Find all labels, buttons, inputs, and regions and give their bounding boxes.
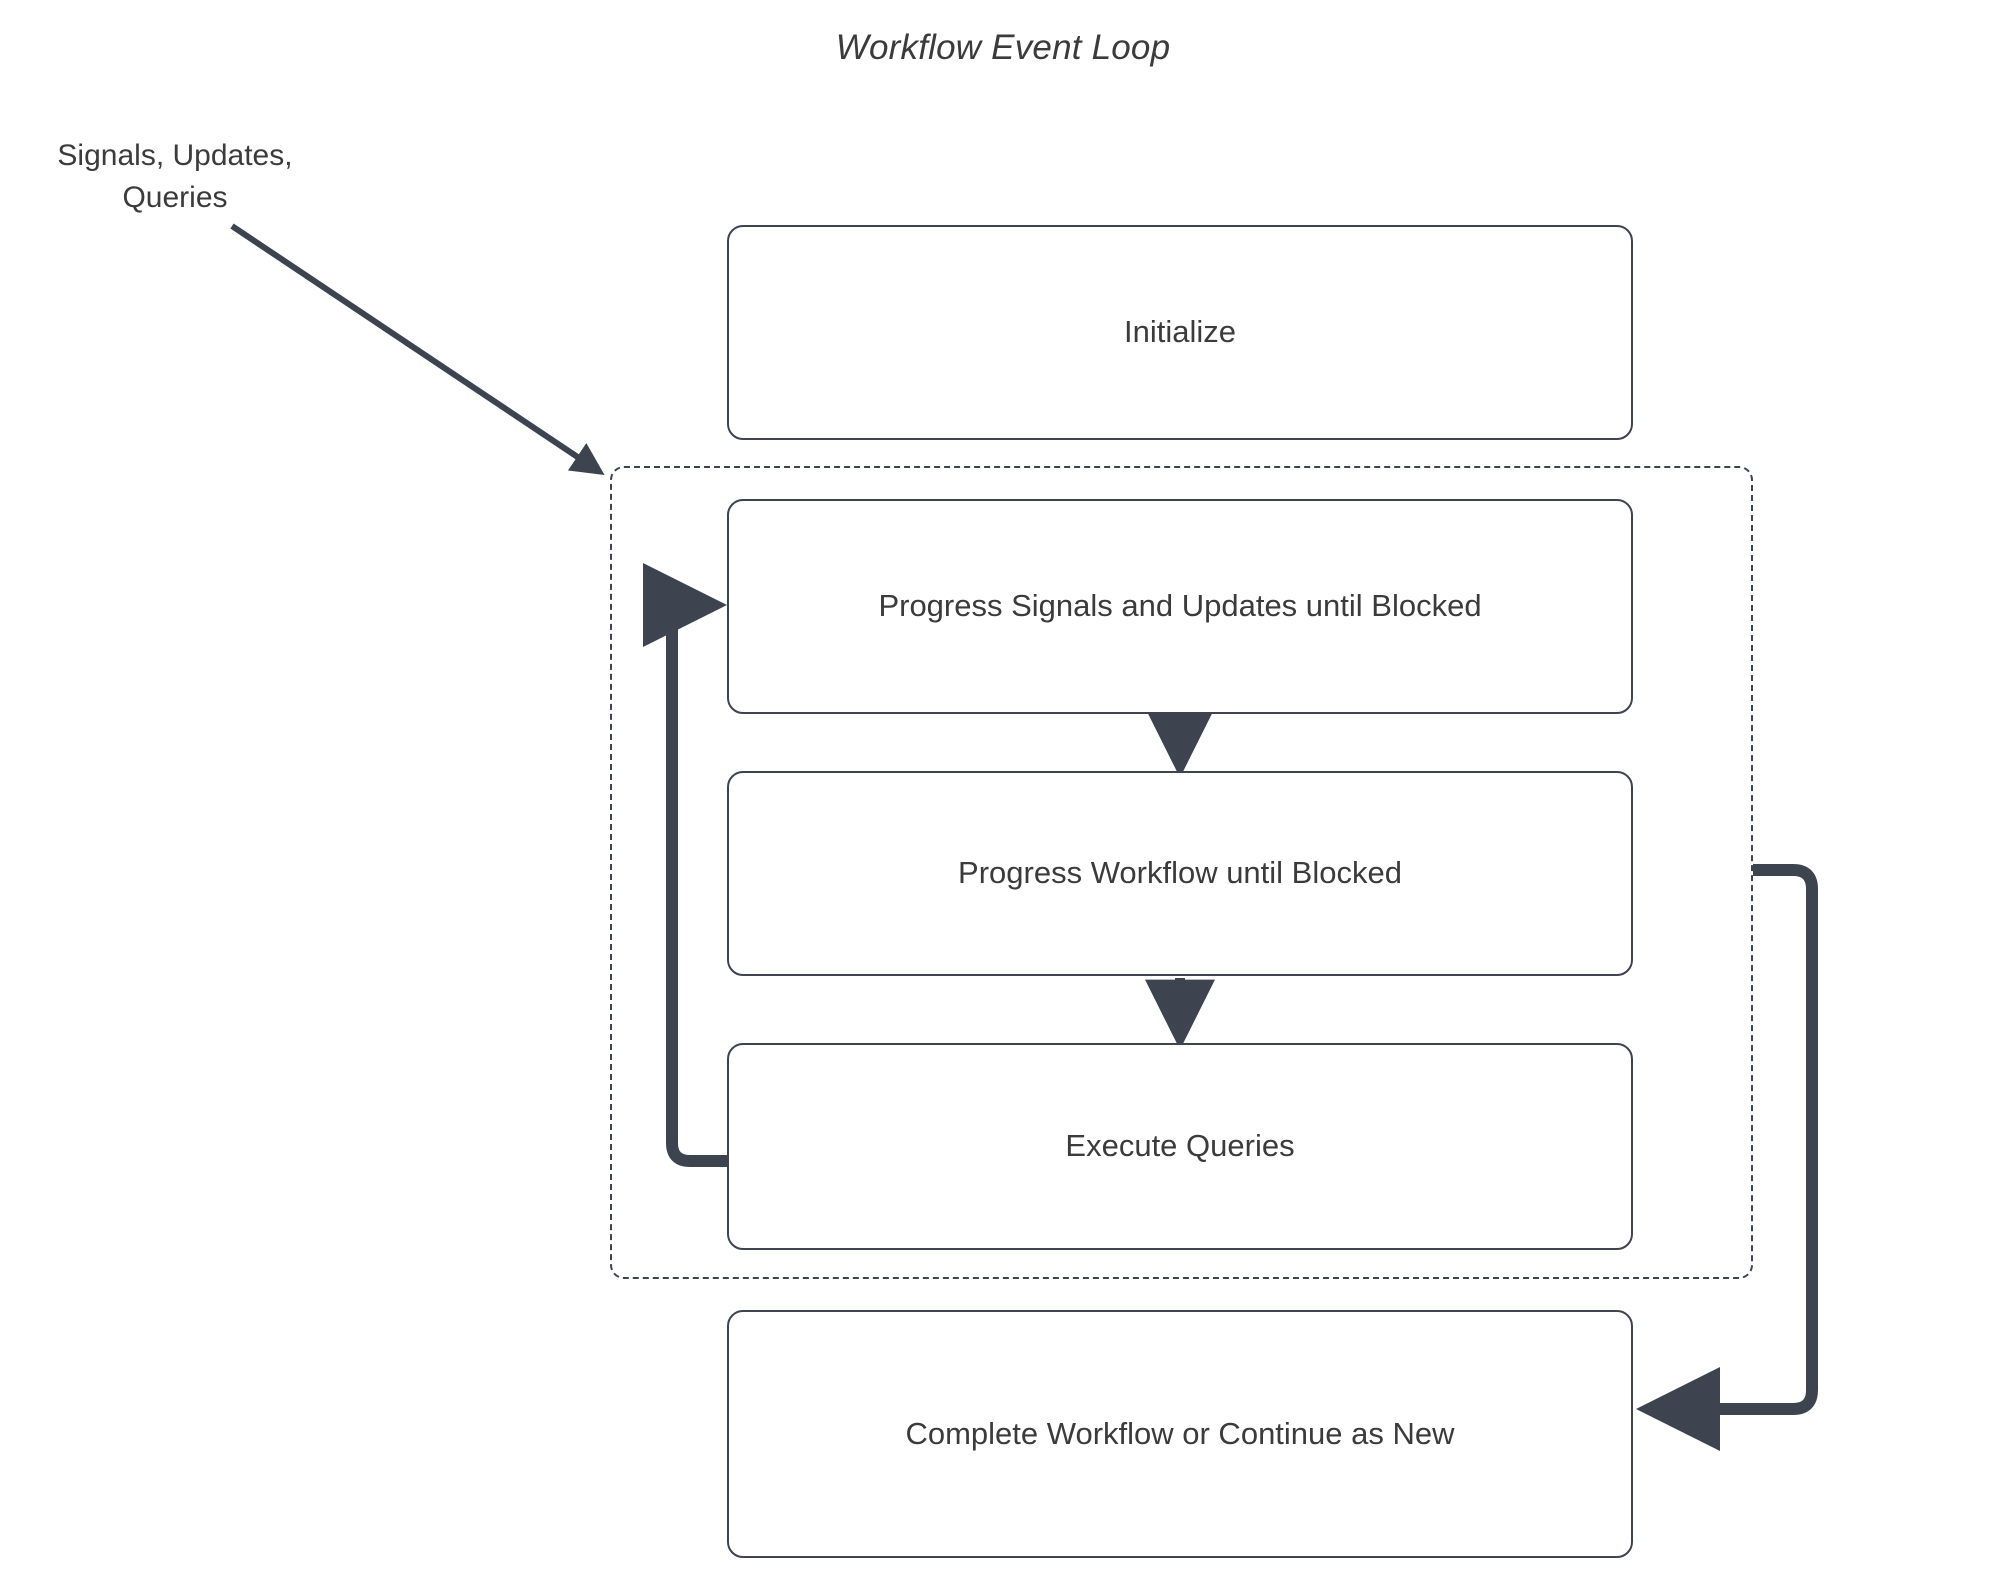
page-title: Workflow Event Loop — [835, 28, 1171, 67]
node-complete-workflow-label: Complete Workflow or Continue as New — [905, 1415, 1455, 1451]
node-complete-workflow[interactable]: Complete Workflow or Continue as New — [727, 1310, 1633, 1558]
node-progress-workflow-label: Progress Workflow until Blocked — [958, 855, 1402, 891]
node-initialize-label: Initialize — [1124, 314, 1236, 350]
node-execute-queries-label: Execute Queries — [1065, 1128, 1295, 1164]
node-progress-workflow[interactable]: Progress Workflow until Blocked — [727, 771, 1633, 976]
external-input-label: Signals, Updates, Queries — [57, 139, 293, 214]
node-execute-queries[interactable]: Execute Queries — [727, 1043, 1633, 1250]
edge-external-to-loop — [230, 223, 605, 476]
node-progress-signals-and-updates[interactable]: Progress Signals and Updates until Block… — [727, 499, 1633, 714]
loop-group-container — [610, 466, 1753, 1279]
node-initialize[interactable]: Initialize — [727, 225, 1633, 440]
node-progress-signals-and-updates-label: Progress Signals and Updates until Block… — [878, 588, 1482, 624]
